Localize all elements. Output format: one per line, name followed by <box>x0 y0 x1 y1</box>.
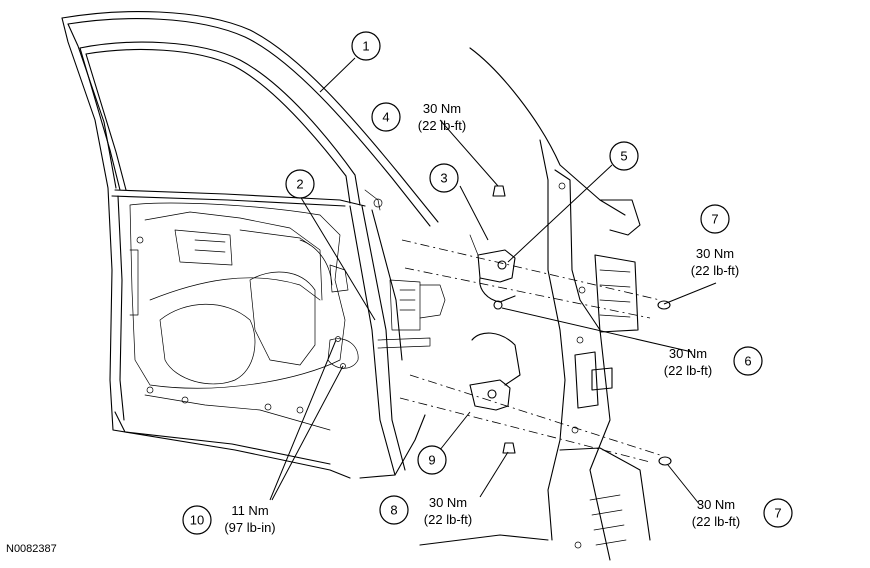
hinge-nut-7-lower <box>658 456 672 466</box>
callout-4-number: 4 <box>382 110 389 125</box>
torque-4-metric: 30 Nm <box>423 101 461 116</box>
callout-10-number: 10 <box>190 513 204 528</box>
callout-10: 10 11 Nm (97 lb-in) <box>182 503 276 535</box>
callout-6: 30 Nm (22 lb-ft) 6 <box>664 346 763 378</box>
torque-7-lower-imperial: (22 lb-ft) <box>692 514 740 529</box>
callout-3: 3 <box>429 163 459 193</box>
callout-9: 9 <box>417 445 447 475</box>
torque-6-imperial: (22 lb-ft) <box>664 363 712 378</box>
leader-lines <box>269 57 717 506</box>
door-assembly <box>61 11 446 479</box>
hinge-bolt-6 <box>493 300 503 310</box>
hinge-nut-7-upper <box>657 300 671 310</box>
torque-7-upper-imperial: (22 lb-ft) <box>691 263 739 278</box>
callout-8: 8 30 Nm (22 lb-ft) <box>379 495 472 527</box>
figure-id: N0082387 <box>6 543 57 555</box>
torque-8-metric: 30 Nm <box>429 495 467 510</box>
callout-3-number: 3 <box>440 171 447 186</box>
hinge-bolt-8 <box>502 442 516 454</box>
callout-5-number: 5 <box>620 149 627 164</box>
torque-7-lower-metric: 30 Nm <box>697 497 735 512</box>
callout-2-number: 2 <box>296 177 303 192</box>
callout-7-upper: 7 30 Nm (22 lb-ft) <box>691 204 739 278</box>
callout-2: 2 <box>285 169 315 199</box>
torque-10-imperial: (97 lb-in) <box>224 520 275 535</box>
body-a-pillar <box>419 47 651 561</box>
callout-7-lower-number: 7 <box>774 506 781 521</box>
alignment-lines <box>399 239 661 463</box>
torque-7-upper-metric: 30 Nm <box>696 246 734 261</box>
callout-8-number: 8 <box>390 503 397 518</box>
upper-hinge <box>469 234 516 303</box>
callout-4: 4 30 Nm (22 lb-ft) <box>371 101 466 133</box>
torque-8-imperial: (22 lb-ft) <box>424 512 472 527</box>
hinge-bolt-4 <box>492 185 506 197</box>
callout-5: 5 <box>609 141 639 171</box>
torque-6-metric: 30 Nm <box>669 346 707 361</box>
torque-10-metric: 11 Nm <box>231 503 268 518</box>
lower-hinge <box>469 332 521 411</box>
torque-4-imperial: (22 lb-ft) <box>418 118 466 133</box>
callout-9-number: 9 <box>428 453 435 468</box>
callout-7-lower: 30 Nm (22 lb-ft) 7 <box>692 497 793 529</box>
callout-1-number: 1 <box>362 39 369 54</box>
callout-1: 1 <box>351 31 381 61</box>
callout-7-upper-number: 7 <box>711 212 718 227</box>
callout-6-number: 6 <box>744 354 751 369</box>
